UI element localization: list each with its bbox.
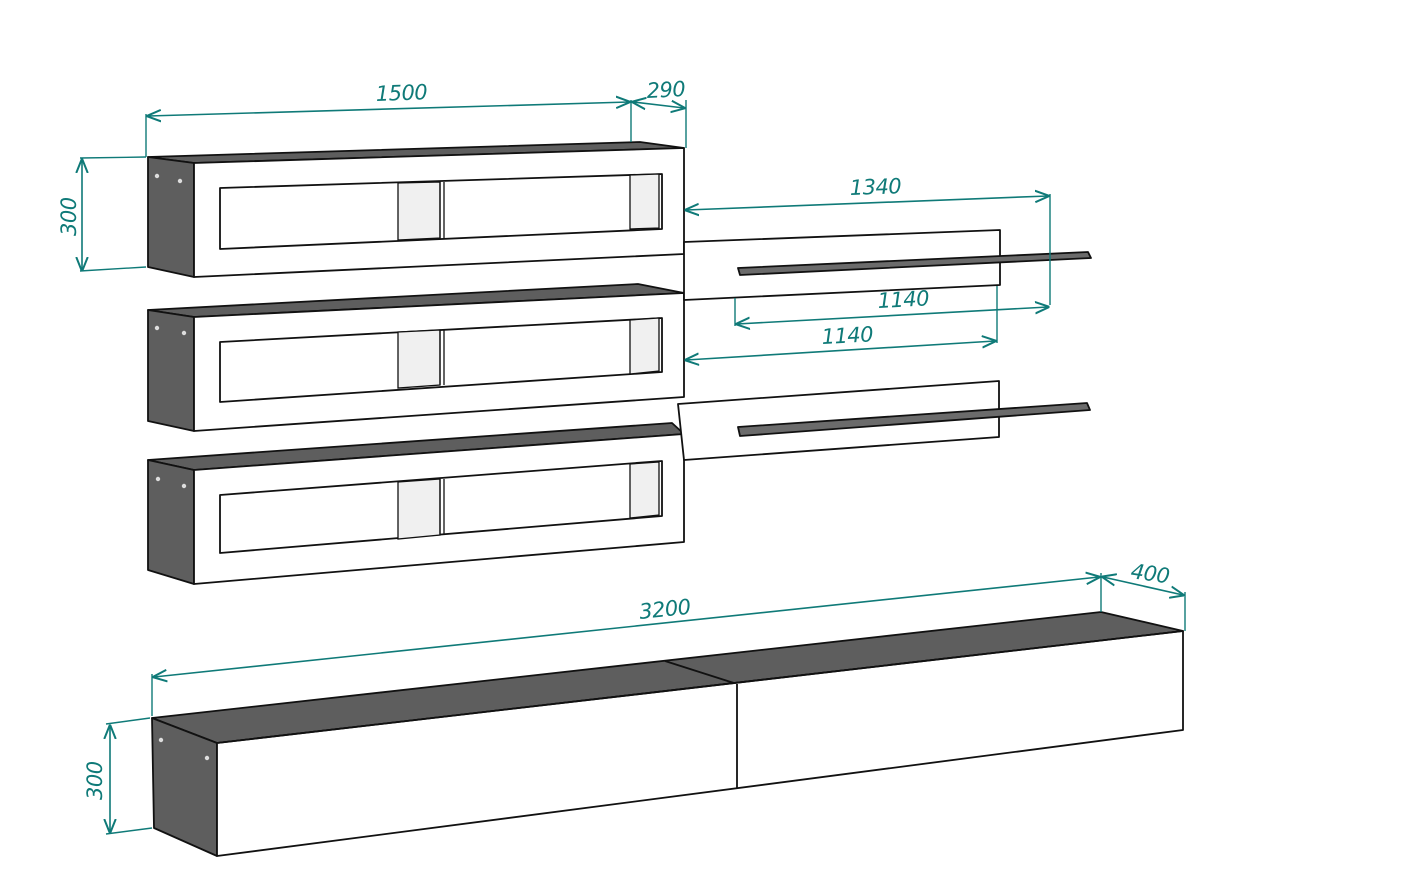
label-cabinet-depth: 290 bbox=[646, 77, 686, 103]
label-tv-stand-width: 3200 bbox=[638, 595, 692, 624]
cabinet-bottom-glass-frame bbox=[219, 460, 663, 554]
shelf-lower-board bbox=[737, 402, 1091, 437]
dimension-tv-stand-width: 3200 bbox=[151, 573, 1102, 716]
wall-cabinet-middle bbox=[147, 283, 685, 432]
label-tv-stand-height: 300 bbox=[83, 761, 107, 800]
label-cabinet-width: 1500 bbox=[375, 80, 427, 106]
cabinet-top-side bbox=[147, 156, 195, 278]
dimension-cabinet-width: 1500 bbox=[145, 80, 632, 157]
dimension-cabinet-depth: 290 bbox=[633, 77, 687, 148]
label-cabinet-height: 300 bbox=[57, 197, 81, 236]
cabinet-bottom-side bbox=[147, 459, 195, 585]
wall-cabinet-bottom bbox=[147, 422, 685, 585]
label-tv-stand-depth: 400 bbox=[1129, 559, 1171, 588]
wall-shelf-upper bbox=[683, 229, 1092, 301]
wall-cabinet-top bbox=[147, 141, 685, 278]
dimension-shelf-length-lower: 1140 bbox=[686, 286, 998, 360]
dimension-shelf-span: 1340 bbox=[686, 174, 1051, 305]
dimension-tv-stand-depth: 400 bbox=[1103, 559, 1185, 631]
tv-stand bbox=[151, 611, 1184, 857]
dimension-shelf-length-upper: 1140 bbox=[734, 286, 1048, 326]
label-shelf-length-upper: 1140 bbox=[877, 286, 930, 313]
cabinet-top-glass-frame bbox=[219, 173, 663, 250]
label-shelf-length-lower: 1140 bbox=[821, 322, 874, 349]
wall-shelf-lower bbox=[677, 380, 1091, 461]
dimension-cabinet-height: 300 bbox=[57, 156, 147, 272]
shelf-upper-board bbox=[737, 251, 1092, 276]
cabinet-middle-glass-frame bbox=[219, 317, 663, 403]
label-shelf-span: 1340 bbox=[849, 174, 901, 200]
dimension-tv-stand-height: 300 bbox=[83, 717, 153, 835]
